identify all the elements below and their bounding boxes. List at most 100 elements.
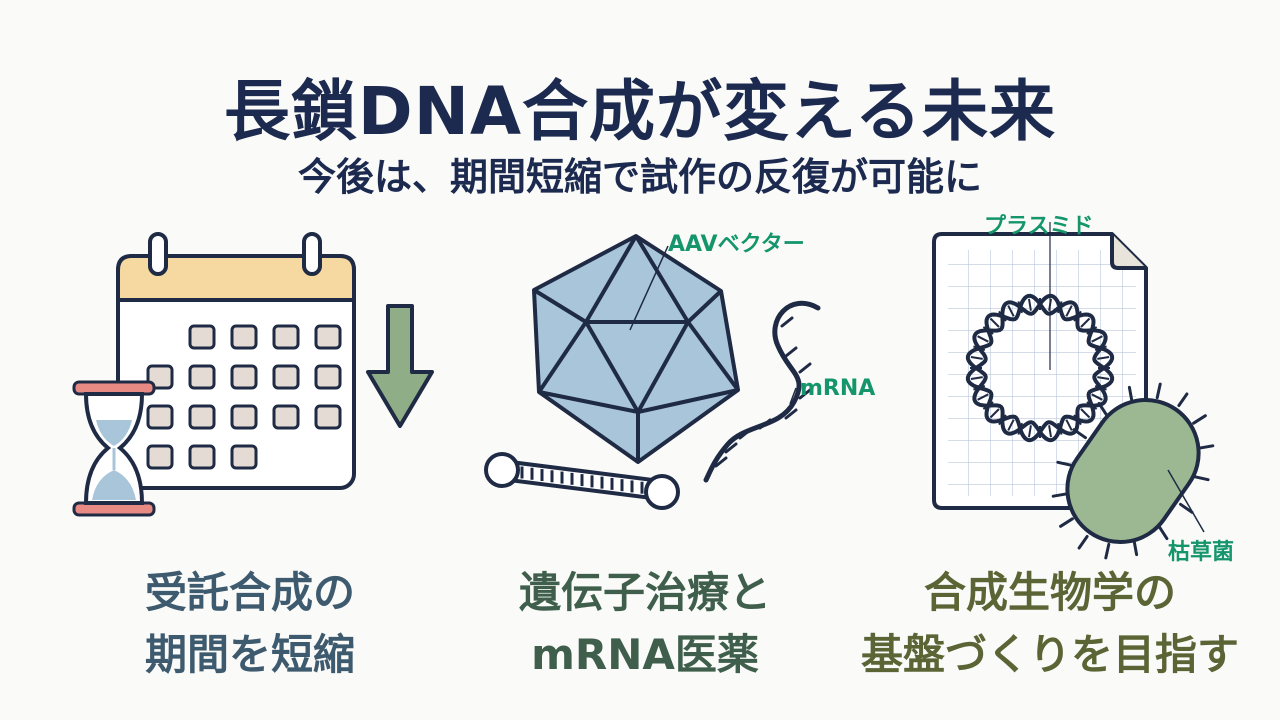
base-tick [784,346,798,358]
flagellum [1157,525,1169,541]
down-arrow-icon [366,304,434,428]
page-subtitle: 今後は、期間短縮で試作の反復が可能に [297,155,982,199]
base-pair [1056,422,1063,435]
caption-synthetic-biology: 合成生物学の 基盤づくりを目指す [820,562,1280,686]
flagellum [1193,475,1210,482]
base-pair [1007,419,1015,431]
base-pair [982,401,994,410]
base-tick [784,408,798,420]
flagellum [1192,414,1207,425]
base-pair [1028,298,1032,311]
calendar-day-cell [314,364,342,390]
caption-line: mRNA医薬 [531,630,759,679]
base-pair [1073,414,1082,426]
base-tick [714,456,728,468]
caption-line: 合成生物学の [923,568,1176,617]
hourglass-icon [72,380,156,517]
calendar-day-cell [230,324,258,350]
calendar-day-cell [314,324,342,350]
base-tick [780,316,794,328]
base-pair [998,414,1007,426]
base-tick [758,418,772,430]
label-mrna: mRNA [800,376,876,401]
base-pair [1097,356,1110,360]
calendar-day-cell [230,364,258,390]
bacillus-icon [1051,382,1215,560]
base-pair [1065,419,1073,431]
base-pair [1094,345,1107,352]
base-pair [1080,408,1091,419]
caption-line: 基盤づくりを目指す [860,630,1239,679]
base-pair [989,317,1000,328]
flagellum [1177,392,1189,407]
base-pair [1007,305,1015,317]
calendar-day-cell [272,404,300,430]
flagellum [1056,460,1073,467]
calendar-day-cell [272,324,300,350]
calendar-day-cell [272,364,300,390]
base-pair [1048,425,1052,438]
calendar-day-cell [314,404,342,430]
base-tick [724,442,738,454]
calendar-day-cell [188,444,216,470]
flagellum [1051,492,1069,498]
base-pair [1091,393,1103,401]
base-pair [998,310,1007,322]
base-pair [973,384,986,391]
calendar-day-cell [188,404,216,430]
base-pair [1017,422,1024,435]
caption-gene-therapy: 遺伝子治療と mRNA医薬 [455,562,835,686]
base-pair [982,326,994,335]
flagellum [1132,539,1139,557]
flagellum [1127,385,1134,403]
calendar-day-cell [230,444,258,470]
base-pair [977,335,989,343]
page-title: 長鎖DNA合成が変える未来 [223,73,1057,150]
caption-line: 受託合成の [144,568,355,617]
base-pair [1094,384,1107,391]
label-bacillus: 枯草菌 [1168,540,1235,565]
flagellum [1104,542,1111,560]
base-pair [1097,376,1110,380]
caption-line: 期間を短縮 [144,630,355,679]
base-pair [989,408,1000,419]
calendar-day-cell [230,404,258,430]
base-pair [1086,326,1098,335]
flagellum [1097,401,1109,417]
base-pair [1017,301,1024,314]
base-pair [1065,305,1073,317]
calendar-day-cell [146,444,174,470]
label-plasmid: プラスミド [984,214,1094,239]
base-pair [1091,335,1103,343]
base-pair [977,393,989,401]
base-tick [798,388,812,400]
mrna-strand-icon [703,300,821,483]
caption-outsourced-synthesis: 受託合成の 期間を短縮 [70,562,430,686]
base-pair [970,376,983,380]
plasmid-ring-icon [965,222,1115,443]
base-pair [1086,401,1098,410]
base-pair [973,345,986,352]
dna-fragment-icon [484,452,680,510]
base-pair [1056,301,1063,314]
base-pair [1028,425,1032,438]
flagellum [1059,517,1074,528]
aav-capsid-icon [532,234,740,464]
base-tick [738,428,752,440]
calendar-day-cell [146,404,174,430]
base-pair [1073,310,1082,322]
flagellum [1077,535,1089,550]
calendar-day-cell [146,364,174,390]
base-pair [1080,317,1091,328]
flagellum [1072,428,1087,440]
base-pair [970,356,983,360]
flagellum [1197,444,1215,450]
caption-line: 遺伝子治療と [518,568,771,617]
calendar-day-cell [188,324,216,350]
label-aav-vector: AAVベクター [668,232,805,257]
base-tick [798,362,812,374]
flagellum [1179,502,1194,514]
flagellum [1155,382,1162,400]
